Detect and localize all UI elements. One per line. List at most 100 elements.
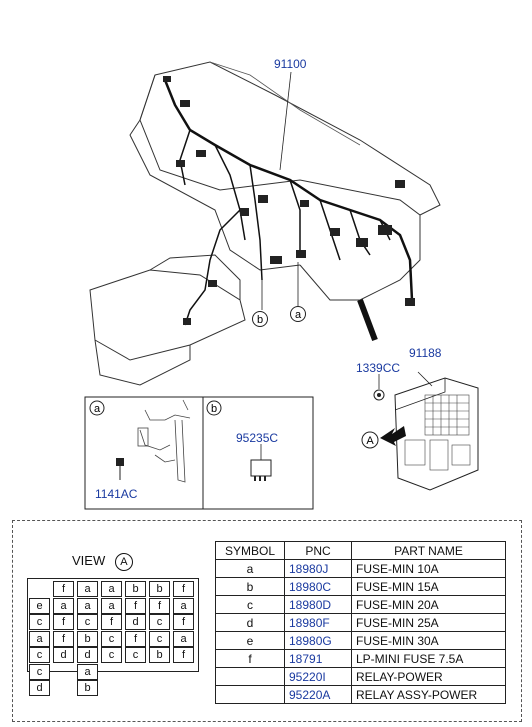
fuse-slot: a xyxy=(53,597,74,614)
table-row: d 18980F FUSE-MIN 25A xyxy=(215,613,506,632)
cell-pnc: 95220I xyxy=(284,667,352,686)
fuse-slot: a xyxy=(77,663,98,680)
table-row: b 18980C FUSE-MIN 15A xyxy=(215,577,506,596)
fuse-box-view xyxy=(27,578,199,672)
fuse-slot: f xyxy=(149,597,170,614)
fuse-slot: f xyxy=(125,630,146,647)
center-console xyxy=(89,269,246,361)
fuse-slot: d xyxy=(125,614,146,630)
fuse-slot: e xyxy=(29,597,50,614)
fuse-slot: c xyxy=(29,647,50,663)
fuse-slot: a xyxy=(173,630,194,647)
cell-name: FUSE-MIN 30A xyxy=(351,631,506,650)
cell-symbol: a xyxy=(215,559,285,578)
parts-table: SYMBOL PNC PART NAME a 18980J FUSE-MIN 1… xyxy=(215,541,506,704)
view-arrow-circle xyxy=(361,431,379,449)
cell-pnc: 95220A xyxy=(284,685,352,704)
fuse-slot: d xyxy=(29,680,50,696)
table-row: e 18980G FUSE-MIN 30A xyxy=(215,631,506,650)
table-header-row: SYMBOL PNC PART NAME xyxy=(215,541,506,560)
fuse-slot: c xyxy=(29,614,50,630)
cell-symbol: d xyxy=(215,613,285,632)
fuse-slot: a xyxy=(101,581,122,597)
cell-symbol: b xyxy=(215,577,285,596)
label-91188: 91188 xyxy=(409,346,442,360)
fuse-slot: a xyxy=(77,581,98,597)
cell-symbol: e xyxy=(215,631,285,650)
cell-name: LP-MINI FUSE 7.5A xyxy=(351,649,506,668)
detail-a-label: a xyxy=(94,403,101,415)
cell-pnc: 18980D xyxy=(284,595,352,614)
cell-pnc: 18791 xyxy=(284,649,352,668)
harness-illustration: b a A a xyxy=(84,61,479,510)
fuse-slot: b xyxy=(77,630,98,647)
fuse-slot: a xyxy=(29,630,50,647)
parts-section xyxy=(12,520,522,722)
view-arrow-letter: A xyxy=(366,435,374,447)
fuse-slot: c xyxy=(125,647,146,663)
col-part-name: PART NAME xyxy=(351,541,506,560)
main-harness-wire xyxy=(163,79,414,301)
fuse-slot: f xyxy=(173,581,194,597)
cell-name: RELAY-POWER xyxy=(351,667,506,686)
cell-name: RELAY ASSY-POWER xyxy=(351,685,506,704)
fuse-slot: f xyxy=(173,647,194,663)
fuse-slot: b xyxy=(125,581,146,597)
table-row: 95220A RELAY ASSY-POWER xyxy=(215,685,506,704)
cell-pnc: 18980J xyxy=(284,559,352,578)
label-1339cc: 1339CC xyxy=(356,361,401,375)
fuse-slot: f xyxy=(125,597,146,614)
detail-b-label: b xyxy=(211,403,217,415)
table-row: 95220I RELAY-POWER xyxy=(215,667,506,686)
table-row: c 18980D FUSE-MIN 20A xyxy=(215,595,506,614)
label-1141ac: 1141AC xyxy=(95,487,138,501)
fuse-slot: c xyxy=(29,663,50,680)
relay-icon xyxy=(250,444,272,481)
view-title: VIEW A xyxy=(72,553,133,571)
fuse-slot: b xyxy=(149,581,170,597)
fuse-slot: a xyxy=(173,597,194,614)
cell-symbol: f xyxy=(215,649,285,668)
fuse-slot: f xyxy=(173,614,194,630)
fuse-slot: d xyxy=(77,647,98,663)
cell-name: FUSE-MIN 20A xyxy=(351,595,506,614)
fuse-slot: f xyxy=(53,614,74,630)
fuse-slot: b xyxy=(149,647,170,663)
bracket-drawing xyxy=(137,409,191,483)
fuse-slot: c xyxy=(149,614,170,630)
fuse-slot: a xyxy=(101,597,122,614)
callout-b xyxy=(252,311,268,327)
cell-name: FUSE-MIN 25A xyxy=(351,613,506,632)
cell-symbol: c xyxy=(215,595,285,614)
junction-box xyxy=(394,371,479,491)
fuse-slot: b xyxy=(77,680,98,696)
view-arrow-icon xyxy=(380,426,406,446)
nut-1339cc xyxy=(373,374,385,401)
fuse-slot: c xyxy=(101,630,122,647)
cell-symbol xyxy=(215,685,285,704)
table-row: a 18980J FUSE-MIN 10A xyxy=(215,559,506,578)
cell-symbol xyxy=(215,667,285,686)
cell-name: FUSE-MIN 10A xyxy=(351,559,506,578)
fuse-slot: a xyxy=(77,597,98,614)
fuse-slot: c xyxy=(101,647,122,663)
label-95235c: 95235C xyxy=(236,431,279,445)
cell-name: FUSE-MIN 15A xyxy=(351,577,506,596)
label-91100: 91100 xyxy=(274,57,307,71)
bolt-icon xyxy=(116,458,124,480)
col-symbol: SYMBOL xyxy=(215,541,285,560)
table-row: f 18791 LP-MINI FUSE 7.5A xyxy=(215,649,506,668)
cell-pnc: 18980C xyxy=(284,577,352,596)
fuse-slot: f xyxy=(53,581,74,597)
cell-pnc: 18980F xyxy=(284,613,352,632)
fuse-slot: c xyxy=(149,630,170,647)
fuse-slot: d xyxy=(53,647,74,663)
fuse-slot: f xyxy=(101,614,122,630)
callout-b-label: b xyxy=(257,314,263,326)
fuse-slot: c xyxy=(77,614,98,630)
detail-box-b xyxy=(202,396,314,510)
dashboard-outline xyxy=(139,61,441,216)
callout-a xyxy=(290,306,306,322)
callout-a-label: a xyxy=(295,309,302,321)
col-pnc: PNC xyxy=(284,541,352,560)
